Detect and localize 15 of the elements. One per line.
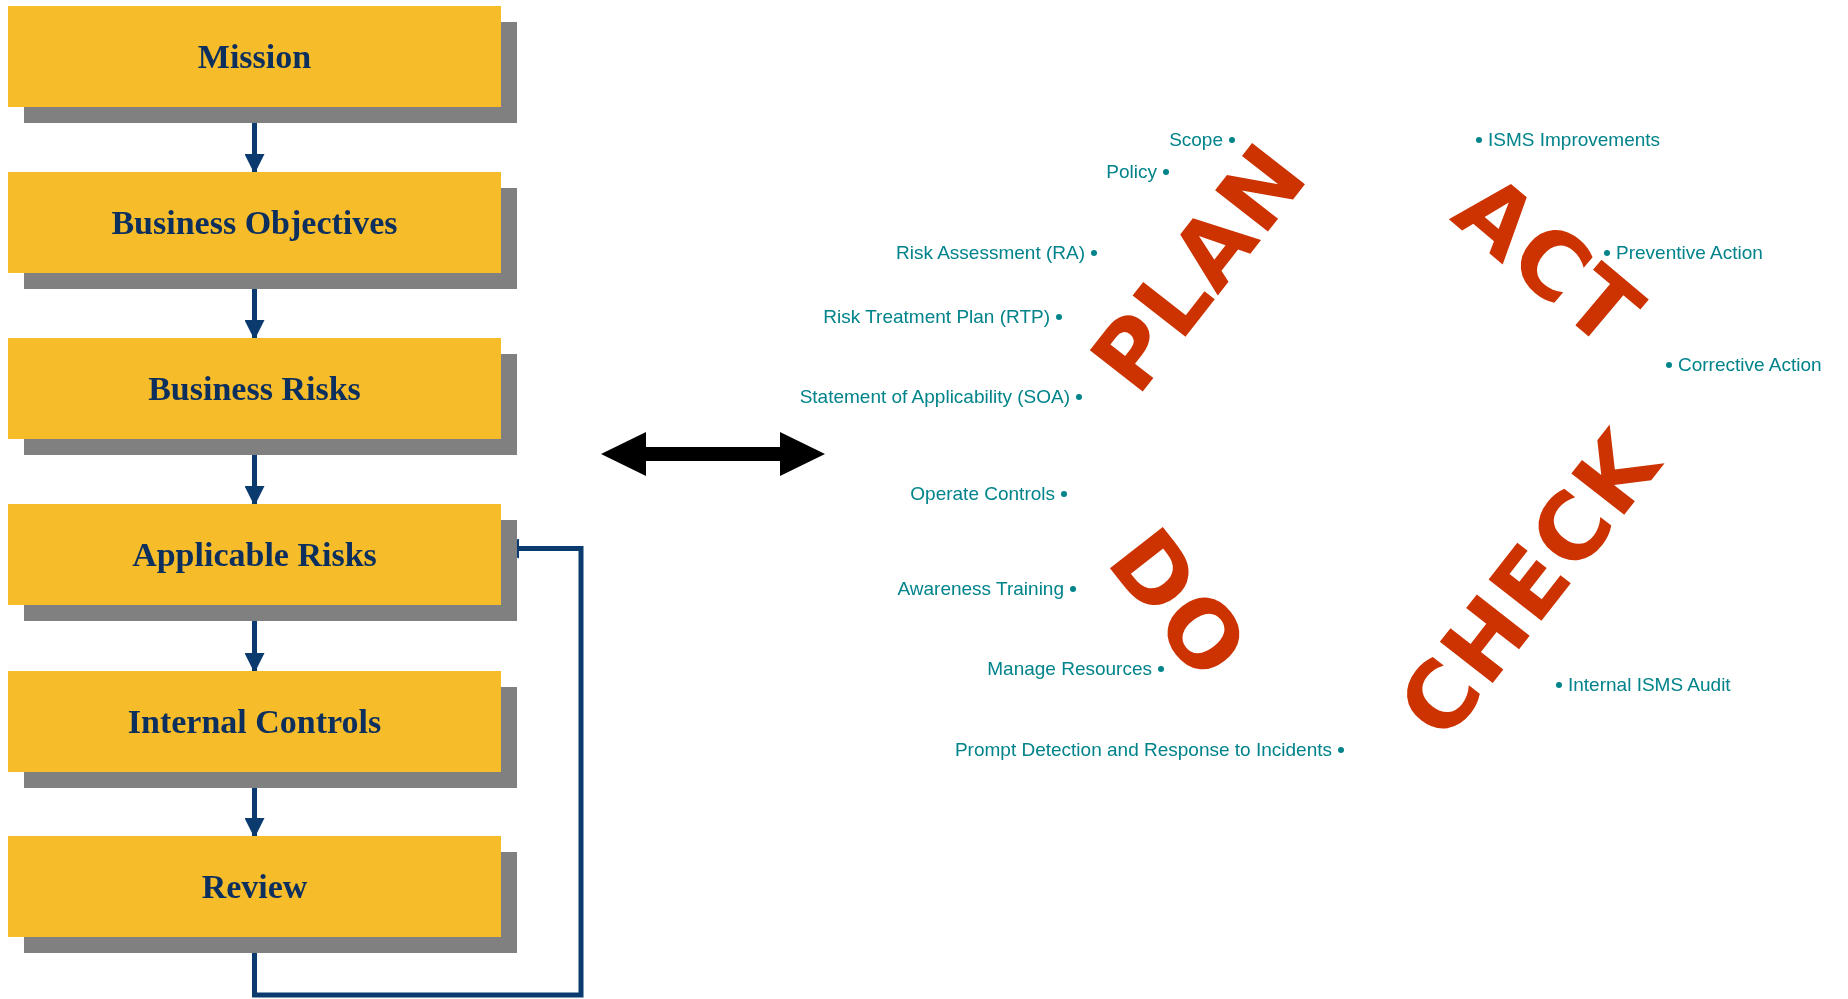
bullet-item: Risk Assessment (RA) [896,242,1097,264]
bullet-item: Risk Treatment Plan (RTP) [823,306,1062,328]
box-label: Mission [197,37,312,76]
bullet-item: Corrective Action [1666,354,1822,376]
box-label: Business Objectives [111,203,398,242]
bullet-item: Prompt Detection and Response to Incidents [954,739,1344,761]
bullet-item: Awareness Training [897,578,1076,600]
box-label: Business Risks [148,369,361,408]
box-label: Review [201,867,308,906]
arrow [252,538,584,998]
box-label: Applicable Risks [132,535,377,574]
box-label: Internal Controls [127,702,382,741]
bullet-item: Statement of Applicability (SOA) [799,386,1082,408]
bullet-item: ISMS Improvements [1476,129,1661,151]
bullet-item: Operate Controls [910,483,1067,505]
